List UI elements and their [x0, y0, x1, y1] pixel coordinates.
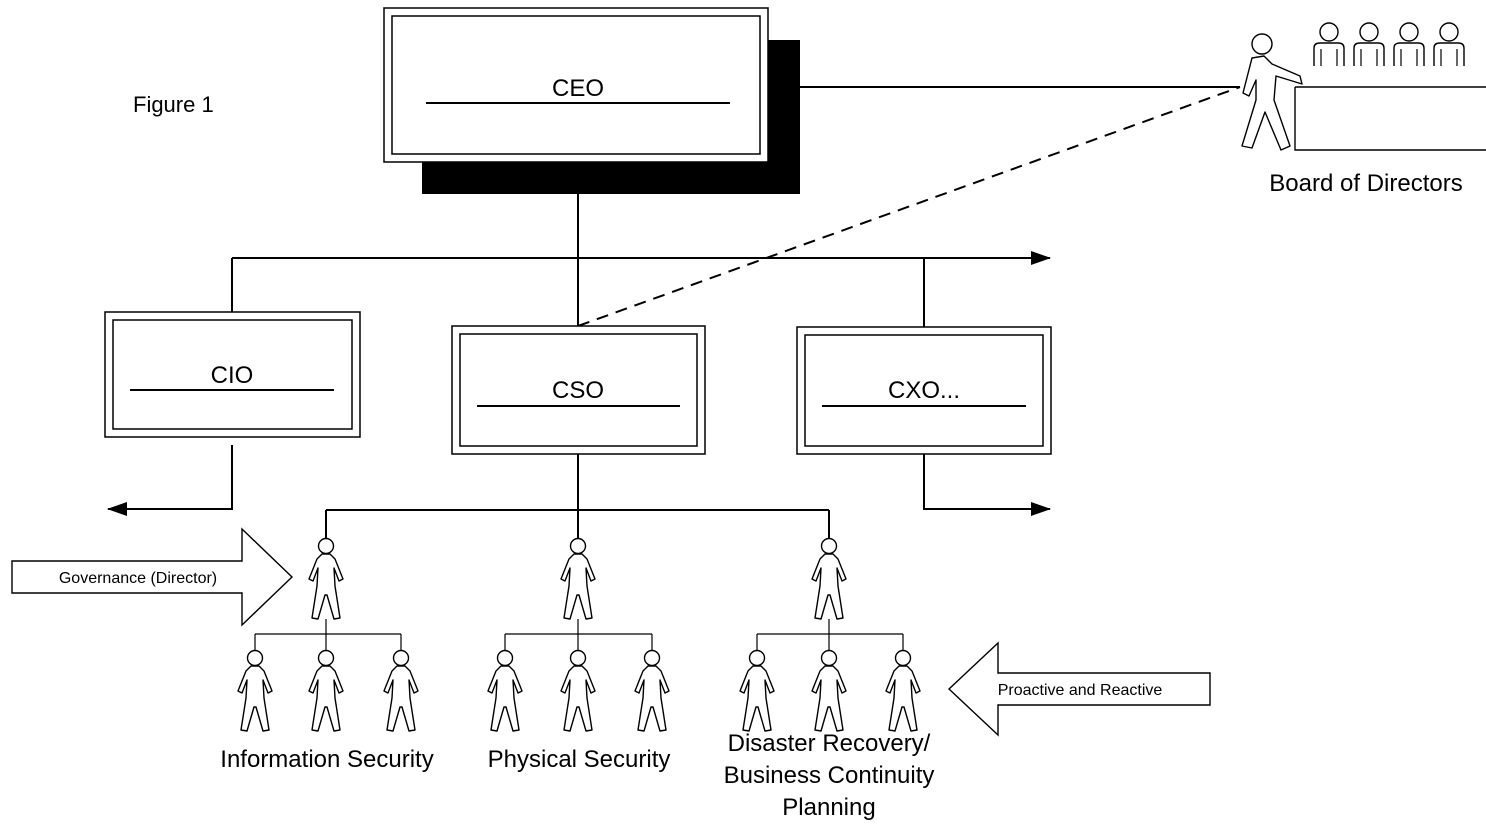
information-security-staff-1-person-icon — [237, 649, 273, 732]
board-meeting-icon — [1241, 22, 1486, 151]
cio-out-arrow — [107, 445, 233, 516]
information-security-staff-2-person-icon — [308, 649, 344, 732]
figure-label: Figure 1 — [133, 92, 214, 117]
cxo-out-arrow — [923, 454, 1051, 516]
proactive-reactive-label: Proactive and Reactive — [998, 682, 1163, 699]
physical-security-staff-2-person-icon — [560, 649, 596, 732]
cio-label: CIO — [211, 362, 254, 389]
board-of-directors-label: Board of Directors — [1269, 170, 1462, 197]
cso-box: CSO — [451, 325, 706, 455]
information-security-label: Information Security — [220, 746, 433, 773]
disaster-recovery-label-line-1: Disaster Recovery/ — [728, 730, 931, 757]
cio-box: CIO — [104, 311, 361, 438]
information-security-staff-3-person-icon — [383, 649, 419, 732]
governance-label: Governance (Director) — [59, 570, 217, 587]
cxo-box: CXO... — [796, 326, 1052, 455]
disaster-recovery-staff-2-person-icon — [811, 649, 847, 732]
physical-security-label: Physical Security — [488, 746, 671, 773]
cso-label: CSO — [552, 377, 604, 404]
ceo-label: CEO — [552, 75, 604, 102]
director-physical-security-person-icon — [560, 537, 596, 620]
physical-security-team-connectors — [504, 619, 653, 650]
proactive-reactive-callout-arrow: Proactive and Reactive — [947, 641, 1211, 737]
disaster-recovery-staff-1-person-icon — [739, 649, 775, 732]
disaster-recovery-team-connectors — [756, 619, 904, 650]
disaster-recovery-label-line-3: Planning — [782, 794, 875, 821]
information-security-team-connectors — [254, 619, 402, 650]
ceo-box: CEO — [383, 7, 800, 194]
disaster-recovery-staff-3-person-icon — [885, 649, 921, 732]
disaster-recovery-label-line-2: Business Continuity — [724, 762, 935, 789]
cxo-label: CXO... — [888, 377, 960, 404]
physical-security-staff-3-person-icon — [634, 649, 670, 732]
director-disaster-recovery-person-icon — [811, 537, 847, 620]
physical-security-staff-1-person-icon — [487, 649, 523, 732]
cso-board-dashed-connector — [577, 86, 1241, 327]
governance-callout-arrow: Governance (Director) — [11, 527, 294, 627]
director-information-security-person-icon — [308, 537, 344, 620]
